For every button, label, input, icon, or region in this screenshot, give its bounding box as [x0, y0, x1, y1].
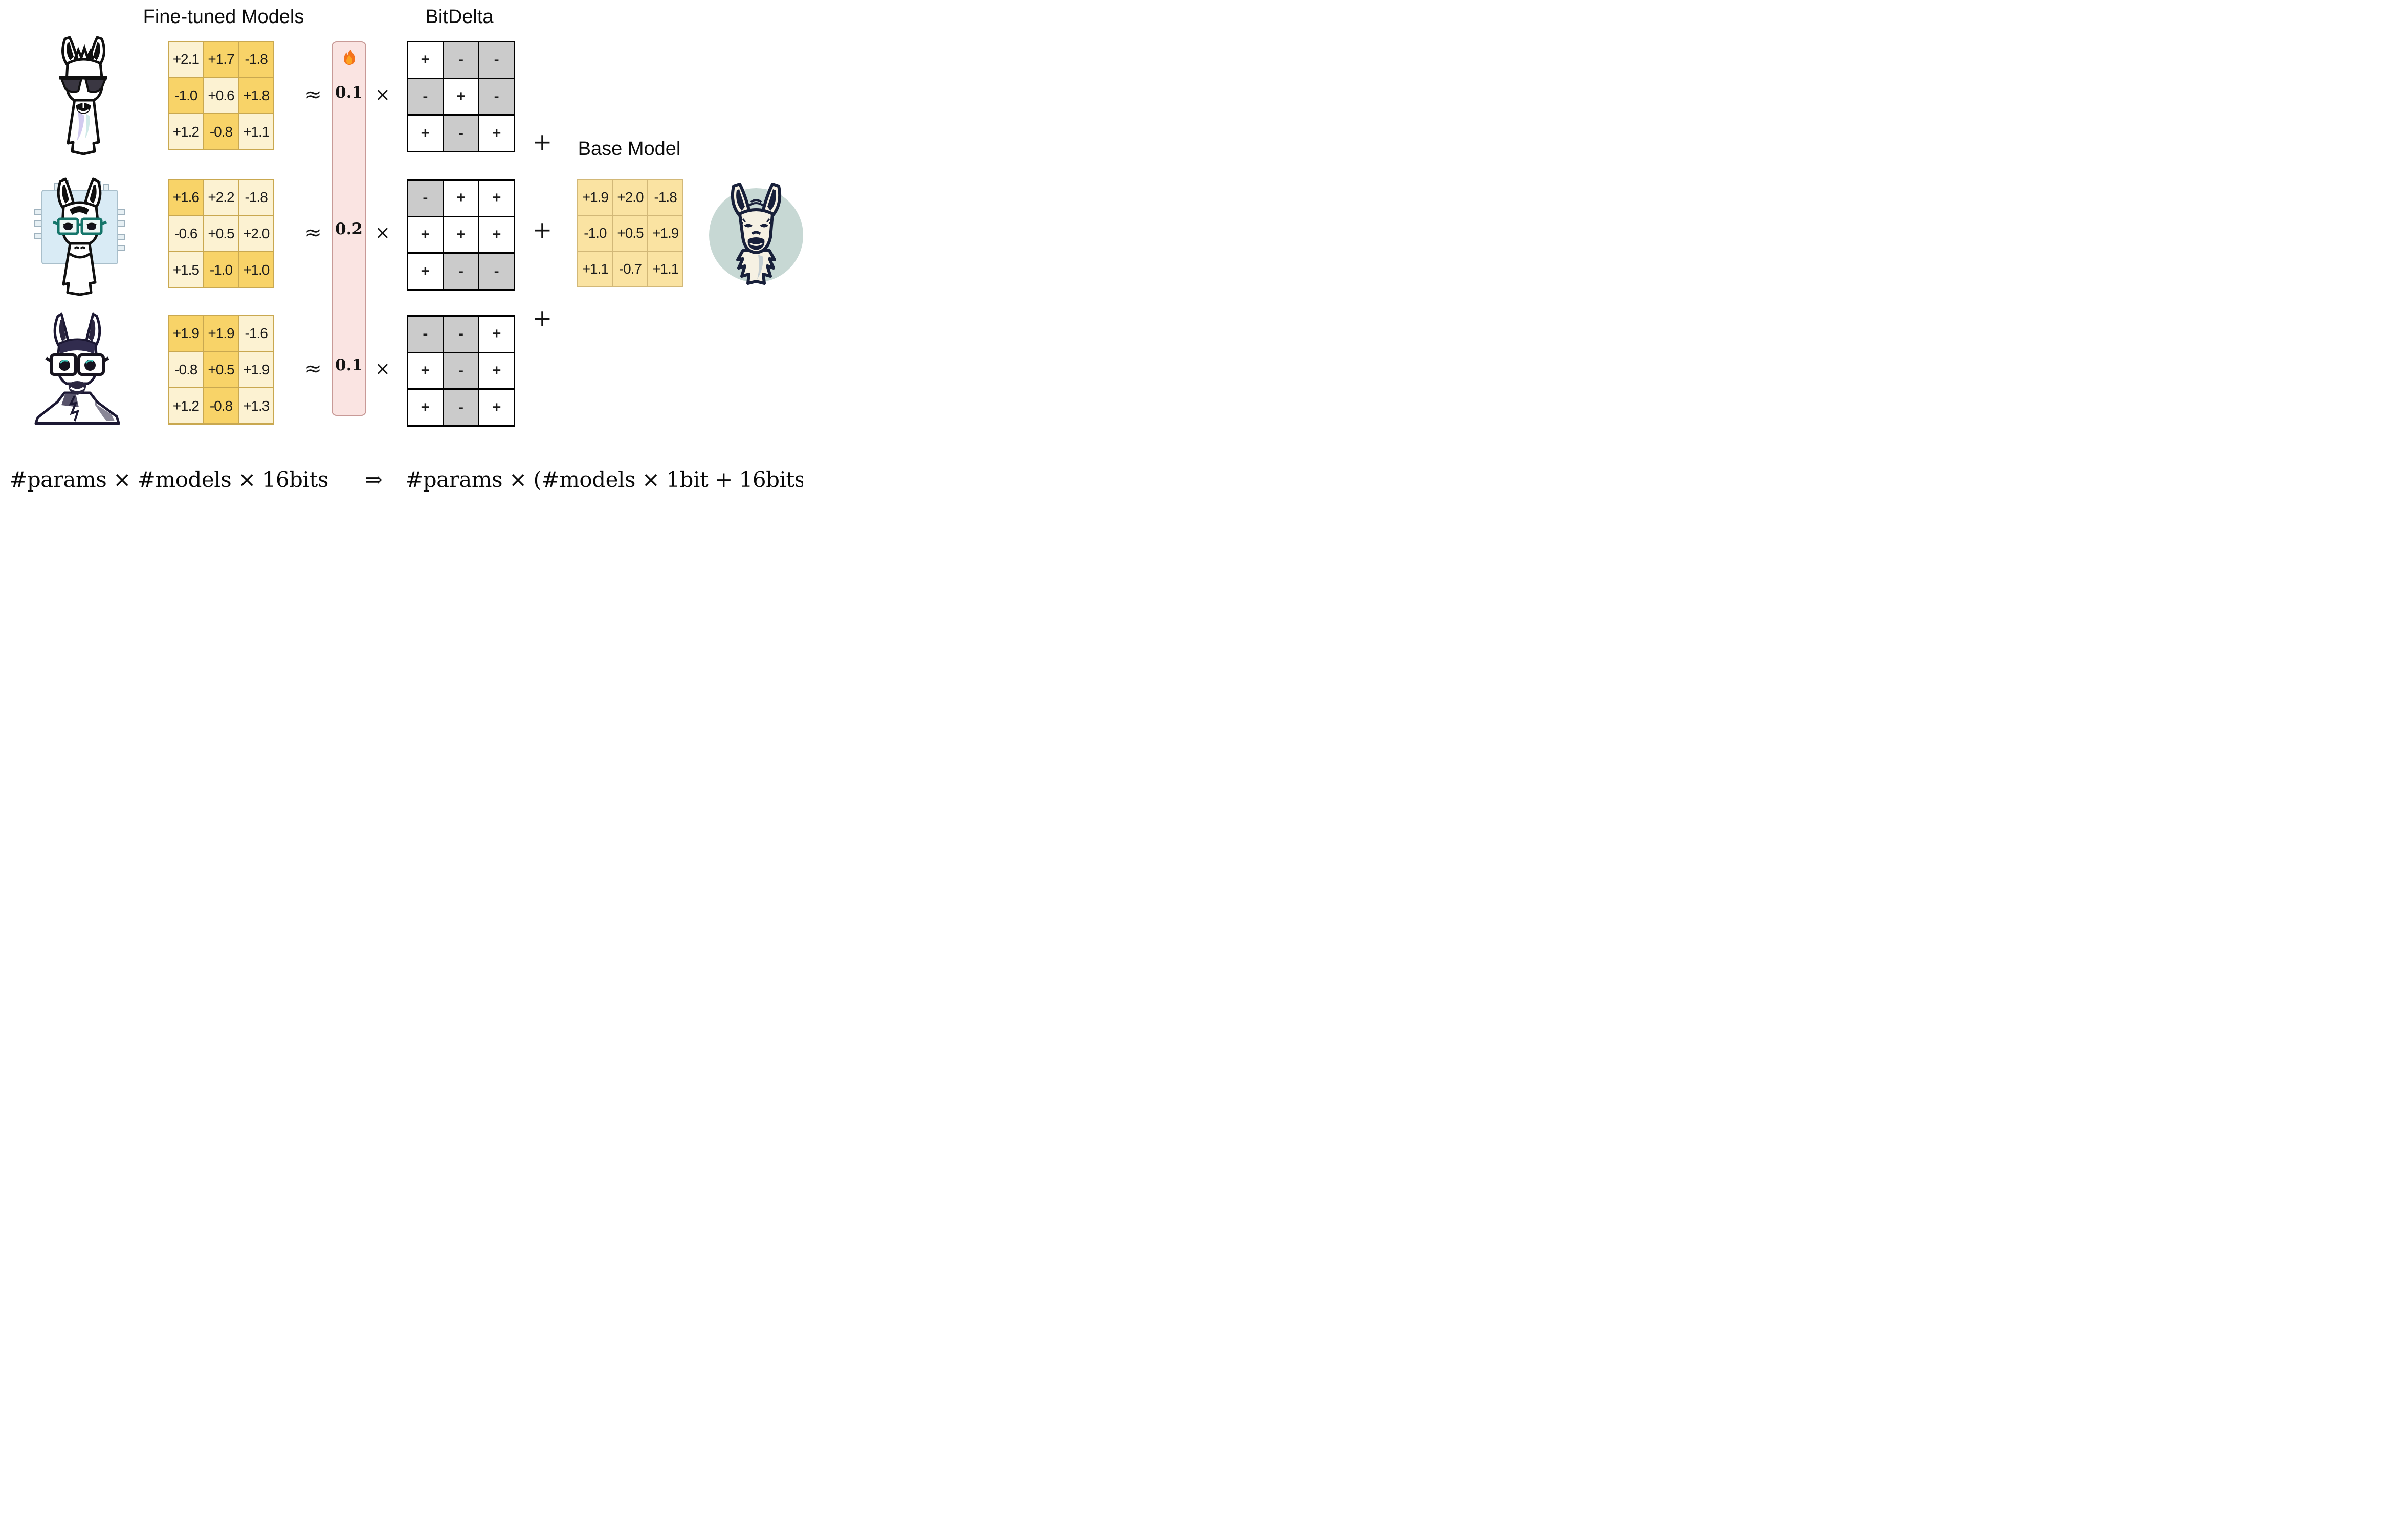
- bitdelta-title: BitDelta: [425, 6, 494, 28]
- sign-cell: +: [444, 181, 478, 216]
- sign-cell: +: [408, 390, 443, 425]
- bitdelta-figure: Fine-tuned Models BitDelta Base Model: [0, 0, 803, 506]
- sign-matrix-3: - - + + - + + - +: [407, 315, 515, 427]
- sign-cell: -: [408, 79, 443, 115]
- matrix-cell: -0.8: [204, 388, 238, 423]
- flame-icon: [344, 50, 355, 65]
- sign-cell: -: [444, 254, 478, 289]
- sign-cell: -: [408, 317, 443, 352]
- sign-cell: +: [408, 42, 443, 78]
- matrix-cell: -1.0: [204, 252, 238, 287]
- base-cell: +2.0: [613, 180, 648, 215]
- matrix-cell: +1.9: [239, 352, 273, 388]
- matrix-cell: -0.6: [169, 216, 203, 252]
- sign-cell: -: [444, 353, 478, 389]
- sign-cell: -: [444, 116, 478, 151]
- matrix-cell: +1.0: [239, 252, 273, 287]
- implies-arrow: ⇒: [364, 467, 383, 492]
- matrix-cell: +1.5: [169, 252, 203, 287]
- times-operator: ×: [374, 358, 391, 379]
- sign-cell: +: [479, 353, 514, 389]
- matrix-cell: +1.7: [204, 42, 238, 77]
- base-cell: -1.8: [648, 180, 682, 215]
- matrix-cell: +1.3: [239, 388, 273, 423]
- scale-factors-panel: [332, 41, 366, 416]
- sign-cell: +: [408, 116, 443, 151]
- sign-cell: -: [444, 390, 478, 425]
- approx-operator: ≈: [304, 221, 322, 244]
- base-cell: +1.9: [648, 216, 682, 251]
- matrix-cell: +1.9: [169, 316, 203, 351]
- sign-cell: -: [444, 317, 478, 352]
- sign-cell: -: [444, 42, 478, 78]
- matrix-cell: -1.8: [239, 180, 273, 215]
- base-cell: +1.1: [648, 252, 682, 286]
- scale-value-3: 0.1: [335, 356, 363, 374]
- matrix-cell: +1.1: [239, 114, 273, 149]
- matrix-cell: +2.0: [239, 216, 273, 252]
- sign-cell: +: [408, 353, 443, 389]
- times-operator: ×: [374, 84, 391, 105]
- sign-cell: +: [408, 217, 443, 253]
- base-cell: -1.0: [578, 216, 612, 251]
- sign-cell: -: [479, 254, 514, 289]
- base-cell: +1.1: [578, 252, 612, 286]
- matrix-cell: +2.2: [204, 180, 238, 215]
- matrix-cell: +1.8: [239, 78, 273, 114]
- llama-base-model-image: [709, 183, 803, 285]
- base-model-matrix: +1.9 +2.0 -1.8 -1.0 +0.5 +1.9 +1.1 -0.7 …: [577, 179, 683, 287]
- matrix-cell: +0.6: [204, 78, 238, 114]
- matrix-cell: +1.2: [169, 114, 203, 149]
- base-cell: -0.7: [613, 252, 648, 286]
- plus-operator: +: [532, 304, 553, 332]
- sign-matrix-2: - + + + + + + - -: [407, 179, 515, 291]
- sign-cell: +: [479, 390, 514, 425]
- times-operator: ×: [374, 222, 391, 243]
- matrix-cell: +1.9: [204, 316, 238, 351]
- matrix-cell: -0.8: [204, 114, 238, 149]
- cost-formula-left: #params × #models × 16bits: [9, 467, 328, 492]
- base-model-title: Base Model: [578, 138, 681, 160]
- cost-formula-right: #params × (#models × 1bit + 16bits): [405, 467, 803, 492]
- matrix-cell: -1.0: [169, 78, 203, 114]
- plus-operator: +: [532, 128, 553, 155]
- finetuned-matrix-1: +2.1 +1.7 -1.8 -1.0 +0.6 +1.8 +1.2 -0.8 …: [168, 41, 274, 150]
- base-cell: +0.5: [613, 216, 648, 251]
- approx-operator: ≈: [304, 83, 322, 106]
- llama-finetuned-1-image: [59, 36, 107, 155]
- sign-cell: +: [444, 79, 478, 115]
- matrix-cell: -1.8: [239, 42, 273, 77]
- sign-cell: -: [479, 79, 514, 115]
- matrix-cell: +1.2: [169, 388, 203, 423]
- matrix-cell: +2.1: [169, 42, 203, 77]
- llama-finetuned-3-image: [34, 312, 120, 425]
- finetuned-matrix-3: +1.9 +1.9 -1.6 -0.8 +0.5 +1.9 +1.2 -0.8 …: [168, 315, 274, 425]
- matrix-cell: +0.5: [204, 216, 238, 252]
- matrix-cell: +0.5: [204, 352, 238, 388]
- scale-value-1: 0.1: [335, 83, 363, 102]
- finetuned-models-title: Fine-tuned Models: [143, 6, 304, 28]
- matrix-cell: -0.8: [169, 352, 203, 388]
- sign-cell: +: [444, 217, 478, 253]
- matrix-cell: +1.6: [169, 180, 203, 215]
- scale-value-2: 0.2: [335, 220, 363, 238]
- base-cell: +1.9: [578, 180, 612, 215]
- sign-cell: +: [479, 181, 514, 216]
- plus-operator: +: [532, 216, 553, 243]
- sign-matrix-1: + - - - + - + - +: [407, 41, 515, 152]
- finetuned-matrix-2: +1.6 +2.2 -1.8 -0.6 +0.5 +2.0 +1.5 -1.0 …: [168, 179, 274, 288]
- sign-cell: -: [479, 42, 514, 78]
- sign-cell: +: [479, 317, 514, 352]
- sign-cell: +: [479, 217, 514, 253]
- matrix-cell: -1.6: [239, 316, 273, 351]
- sign-cell: +: [479, 116, 514, 151]
- approx-operator: ≈: [304, 357, 322, 381]
- sign-cell: -: [408, 181, 443, 216]
- sign-cell: +: [408, 254, 443, 289]
- llama-finetuned-2-image: [34, 177, 125, 296]
